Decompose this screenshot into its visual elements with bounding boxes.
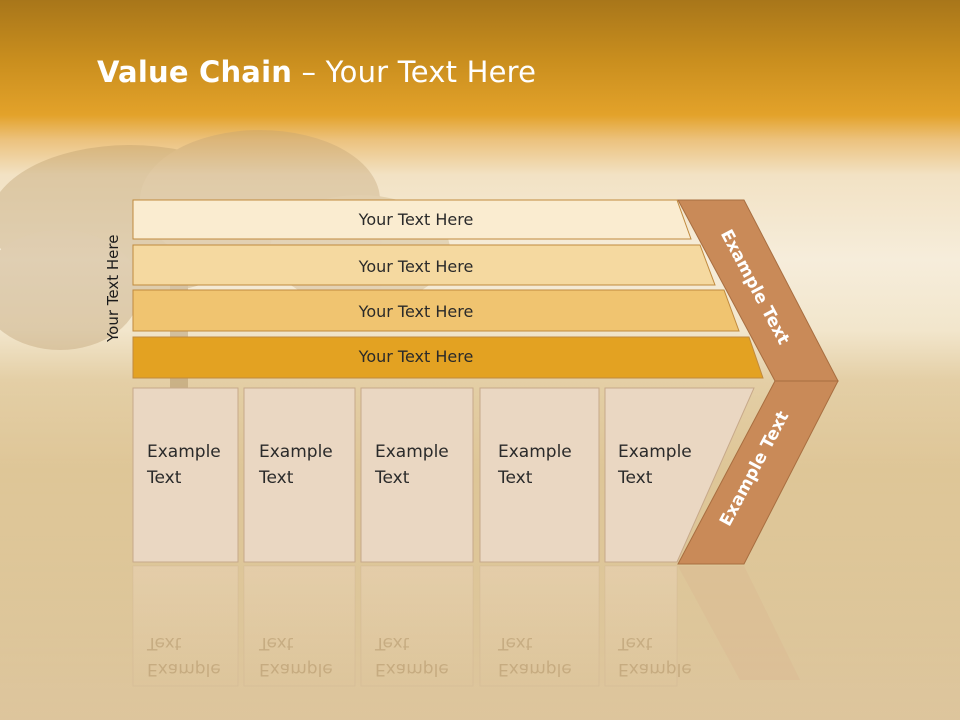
columns-reflection (132, 565, 678, 687)
column-reflection-4: Example Text (498, 633, 572, 679)
value-bar-1 (132, 199, 692, 240)
value-bars (132, 199, 764, 379)
column-reflection-2: Example Text (259, 633, 333, 679)
value-column-1 (132, 387, 239, 563)
value-columns (132, 387, 755, 563)
side-label: Your Text Here (104, 234, 122, 342)
value-column-3 (360, 387, 474, 563)
column-reflection-3: Example Text (375, 633, 449, 679)
title-bold: Value Chain (97, 55, 293, 89)
column-label-1: Example Text (147, 442, 221, 488)
column-reflection-box-1 (132, 565, 239, 687)
value-column-5 (604, 387, 755, 563)
value-bar-2 (132, 244, 716, 286)
bar-label-2: Your Text Here (358, 256, 474, 276)
column-label-2: Example Text (259, 442, 333, 488)
column-label-4: Example Text (498, 442, 572, 488)
column-reflection-box-2 (243, 565, 356, 687)
chevron-lower-reflection (678, 566, 800, 680)
value-column-4 (479, 387, 600, 563)
chevron-arrow (677, 199, 839, 680)
value-bar-3 (132, 289, 740, 332)
column-reflection-box-4 (479, 565, 600, 687)
value-column-2 (243, 387, 356, 563)
column-reflection-5: Example Text (618, 633, 692, 679)
bar-label-3: Your Text Here (358, 301, 474, 321)
column-reflection-1: Example Text (147, 633, 221, 679)
title-rest: – Your Text Here (292, 55, 537, 89)
slide-title: Value Chain – Your Text Here (97, 55, 536, 89)
bar-label-4: Your Text Here (358, 346, 474, 366)
bar-label-1: Your Text Here (358, 209, 474, 229)
column-reflection-box-5 (604, 565, 678, 687)
value-bar-4 (132, 336, 764, 379)
chevron-lower (677, 380, 839, 565)
column-label-3: Example Text (375, 442, 449, 488)
column-reflection-box-3 (360, 565, 474, 687)
column-label-5: Example Text (618, 442, 692, 488)
